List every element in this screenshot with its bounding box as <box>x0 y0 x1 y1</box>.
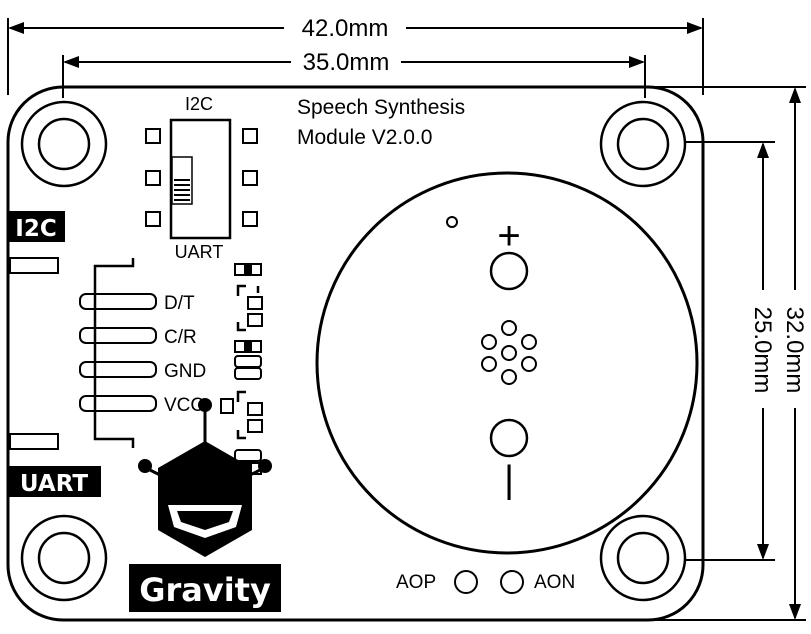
gravity-robot-icon <box>138 398 272 557</box>
height-outer-label: 32.0mm <box>781 307 808 394</box>
gravity-wordmark: Gravity <box>129 564 281 612</box>
mounting-hole-bottom-right <box>599 514 687 602</box>
svg-text:I2C: I2C <box>15 216 56 242</box>
speaker-terminal-plus <box>489 251 529 291</box>
speaker-minus-sign: | <box>504 459 514 501</box>
module-title-line1: Speech Synthesis <box>297 96 465 119</box>
speaker-terminal-minus <box>489 418 529 458</box>
mounting-hole-top-right <box>599 100 687 188</box>
speaker: + | <box>315 171 699 555</box>
smd-capacitor <box>236 390 263 440</box>
pin-label-vcc: VCC <box>164 395 204 416</box>
gravity-connector: D/T C/R GND VCC <box>9 257 234 450</box>
audio-output-pads: AOP AON <box>396 570 575 594</box>
height-holes-label: 25.0mm <box>749 307 776 394</box>
smd-resistor <box>234 263 262 276</box>
badge-uart: UART <box>8 466 101 497</box>
smd-capacitor <box>236 284 263 332</box>
svg-text:Gravity: Gravity <box>139 571 271 609</box>
module-title-line2: Module V2.0.0 <box>297 126 432 149</box>
switch-lever <box>174 179 190 201</box>
aop-pad <box>454 570 478 594</box>
dimension-width-outer: 42.0mm <box>7 12 704 95</box>
pin-label-gnd: GND <box>164 361 206 382</box>
mounting-hole-bottom-left <box>20 514 108 602</box>
aon-label: AON <box>534 572 575 593</box>
aon-pad <box>500 570 524 594</box>
pin-label-dt: D/T <box>164 293 195 314</box>
mounting-hole-top-left <box>20 100 108 188</box>
board-outline <box>6 85 705 622</box>
smd-components <box>234 263 263 475</box>
connector-pins <box>79 293 157 412</box>
speaker-plus-sign: + <box>497 214 520 258</box>
mode-switch: I2C UART <box>145 94 258 262</box>
svg-text:UART: UART <box>20 471 88 497</box>
speaker-vent-holes <box>481 320 537 385</box>
dimension-height-outer: 32.0mm <box>650 86 809 621</box>
dimension-width-holes: 35.0mm <box>62 46 646 98</box>
width-outer-label: 42.0mm <box>302 15 389 42</box>
aop-label: AOP <box>396 572 436 593</box>
dimension-height-holes: 25.0mm <box>685 141 776 561</box>
width-holes-label: 35.0mm <box>303 49 390 76</box>
smd-resistor <box>234 340 262 353</box>
pin-label-cr: C/R <box>164 327 197 348</box>
badge-i2c: I2C <box>8 211 65 242</box>
switch-label-uart: UART <box>175 242 224 262</box>
switch-label-i2c: I2C <box>185 94 213 114</box>
